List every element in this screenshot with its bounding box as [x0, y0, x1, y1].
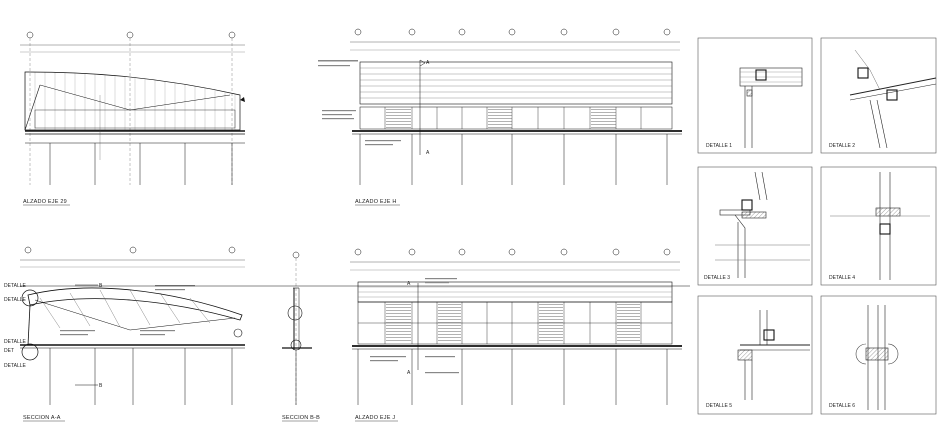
view-title: SECCION B-B	[282, 415, 320, 421]
section-marker-a-top: A	[407, 281, 411, 287]
detail-2: DETALLE 2	[820, 37, 937, 154]
view-alzado-eje-j: A A ALZADO EJE J	[20, 248, 690, 422]
detail-title: DETALLE 4	[829, 275, 855, 281]
detail-title: DETALLE 1	[706, 143, 732, 149]
view-seccion-b-b: SECCION B-B	[282, 251, 320, 422]
view-title: ALZADO EJE J	[355, 415, 395, 421]
section-marker-b-bottom: B	[99, 383, 103, 389]
view-title: ALZADO EJE H	[355, 199, 397, 205]
detail-3: DETALLE 3	[697, 166, 813, 286]
svg-text:DETALLE: DETALLE	[4, 297, 27, 303]
view-title: ALZADO EJE 29	[23, 199, 67, 205]
detail-5: DETALLE 5	[697, 295, 813, 415]
view-title: SECCION A-A	[23, 415, 61, 421]
svg-text:DETALLE: DETALLE	[4, 283, 27, 289]
view-alzado-eje-h: A A ALZADO EJE H	[318, 28, 682, 206]
section-marker-a-bottom: A	[407, 370, 411, 376]
detail-title: DETALLE 6	[829, 403, 855, 409]
section-marker-a-top: A	[426, 60, 430, 66]
detail-title: DETALLE 3	[704, 275, 730, 281]
svg-text:DETALLE: DETALLE	[4, 363, 27, 369]
view-alzado-eje-29: ALZADO EJE 29	[20, 31, 245, 206]
detail-1: DETALLE 1	[697, 37, 813, 154]
view-seccion-a-a: DETALLE DETALLE DETALLE DET DETALLE B B …	[4, 246, 245, 422]
detail-6: DETALLE 6	[820, 295, 937, 415]
svg-text:DETALLE: DETALLE	[4, 339, 27, 345]
details-grid: DETALLE 1 DETALLE 2 DETALLE 3	[697, 37, 937, 415]
detail-title: DETALLE 5	[706, 403, 732, 409]
svg-text:DET: DET	[4, 348, 14, 354]
detail-title: DETALLE 2	[829, 143, 855, 149]
section-marker-a-bottom: A	[426, 150, 430, 156]
detail-4: DETALLE 4	[820, 166, 937, 286]
